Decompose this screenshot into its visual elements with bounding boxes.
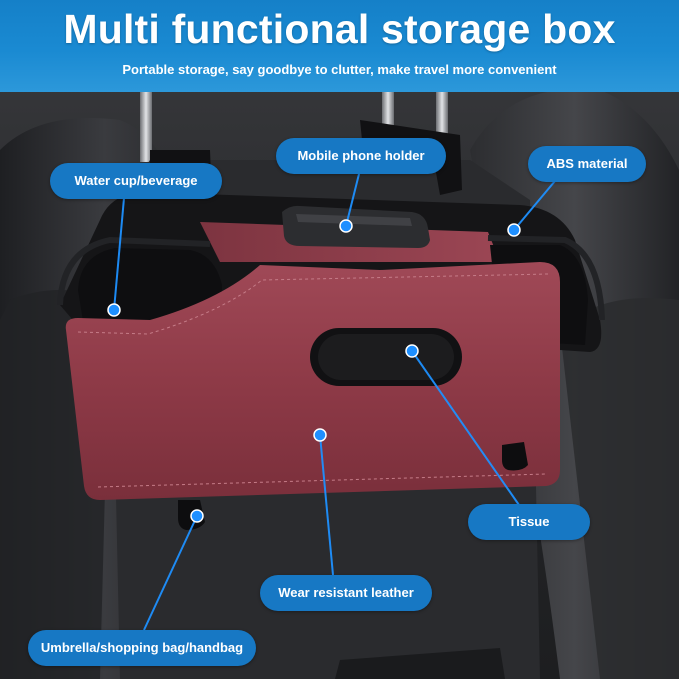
callout-abs-material: ABS material <box>528 146 646 182</box>
leather-dot <box>313 428 327 442</box>
tissue-dot <box>405 344 419 358</box>
callout-wear-resistant-leather: Wear resistant leather <box>260 575 432 611</box>
callout-tissue: Tissue <box>468 504 590 540</box>
page-subtitle: Portable storage, say goodbye to clutter… <box>122 62 557 77</box>
title-banner <box>0 0 679 92</box>
callout-water-cup: Water cup/beverage <box>50 163 222 199</box>
water-cup-dot <box>107 303 121 317</box>
callout-umbrella-hooks: Umbrella/shopping bag/handbag <box>28 630 256 666</box>
hook-dot <box>190 509 204 523</box>
callout-mobile-phone-holder: Mobile phone holder <box>276 138 446 174</box>
abs-material-dot <box>507 223 521 237</box>
page-title: Multi functional storage box <box>63 6 616 52</box>
phone-holder-dot <box>339 219 353 233</box>
